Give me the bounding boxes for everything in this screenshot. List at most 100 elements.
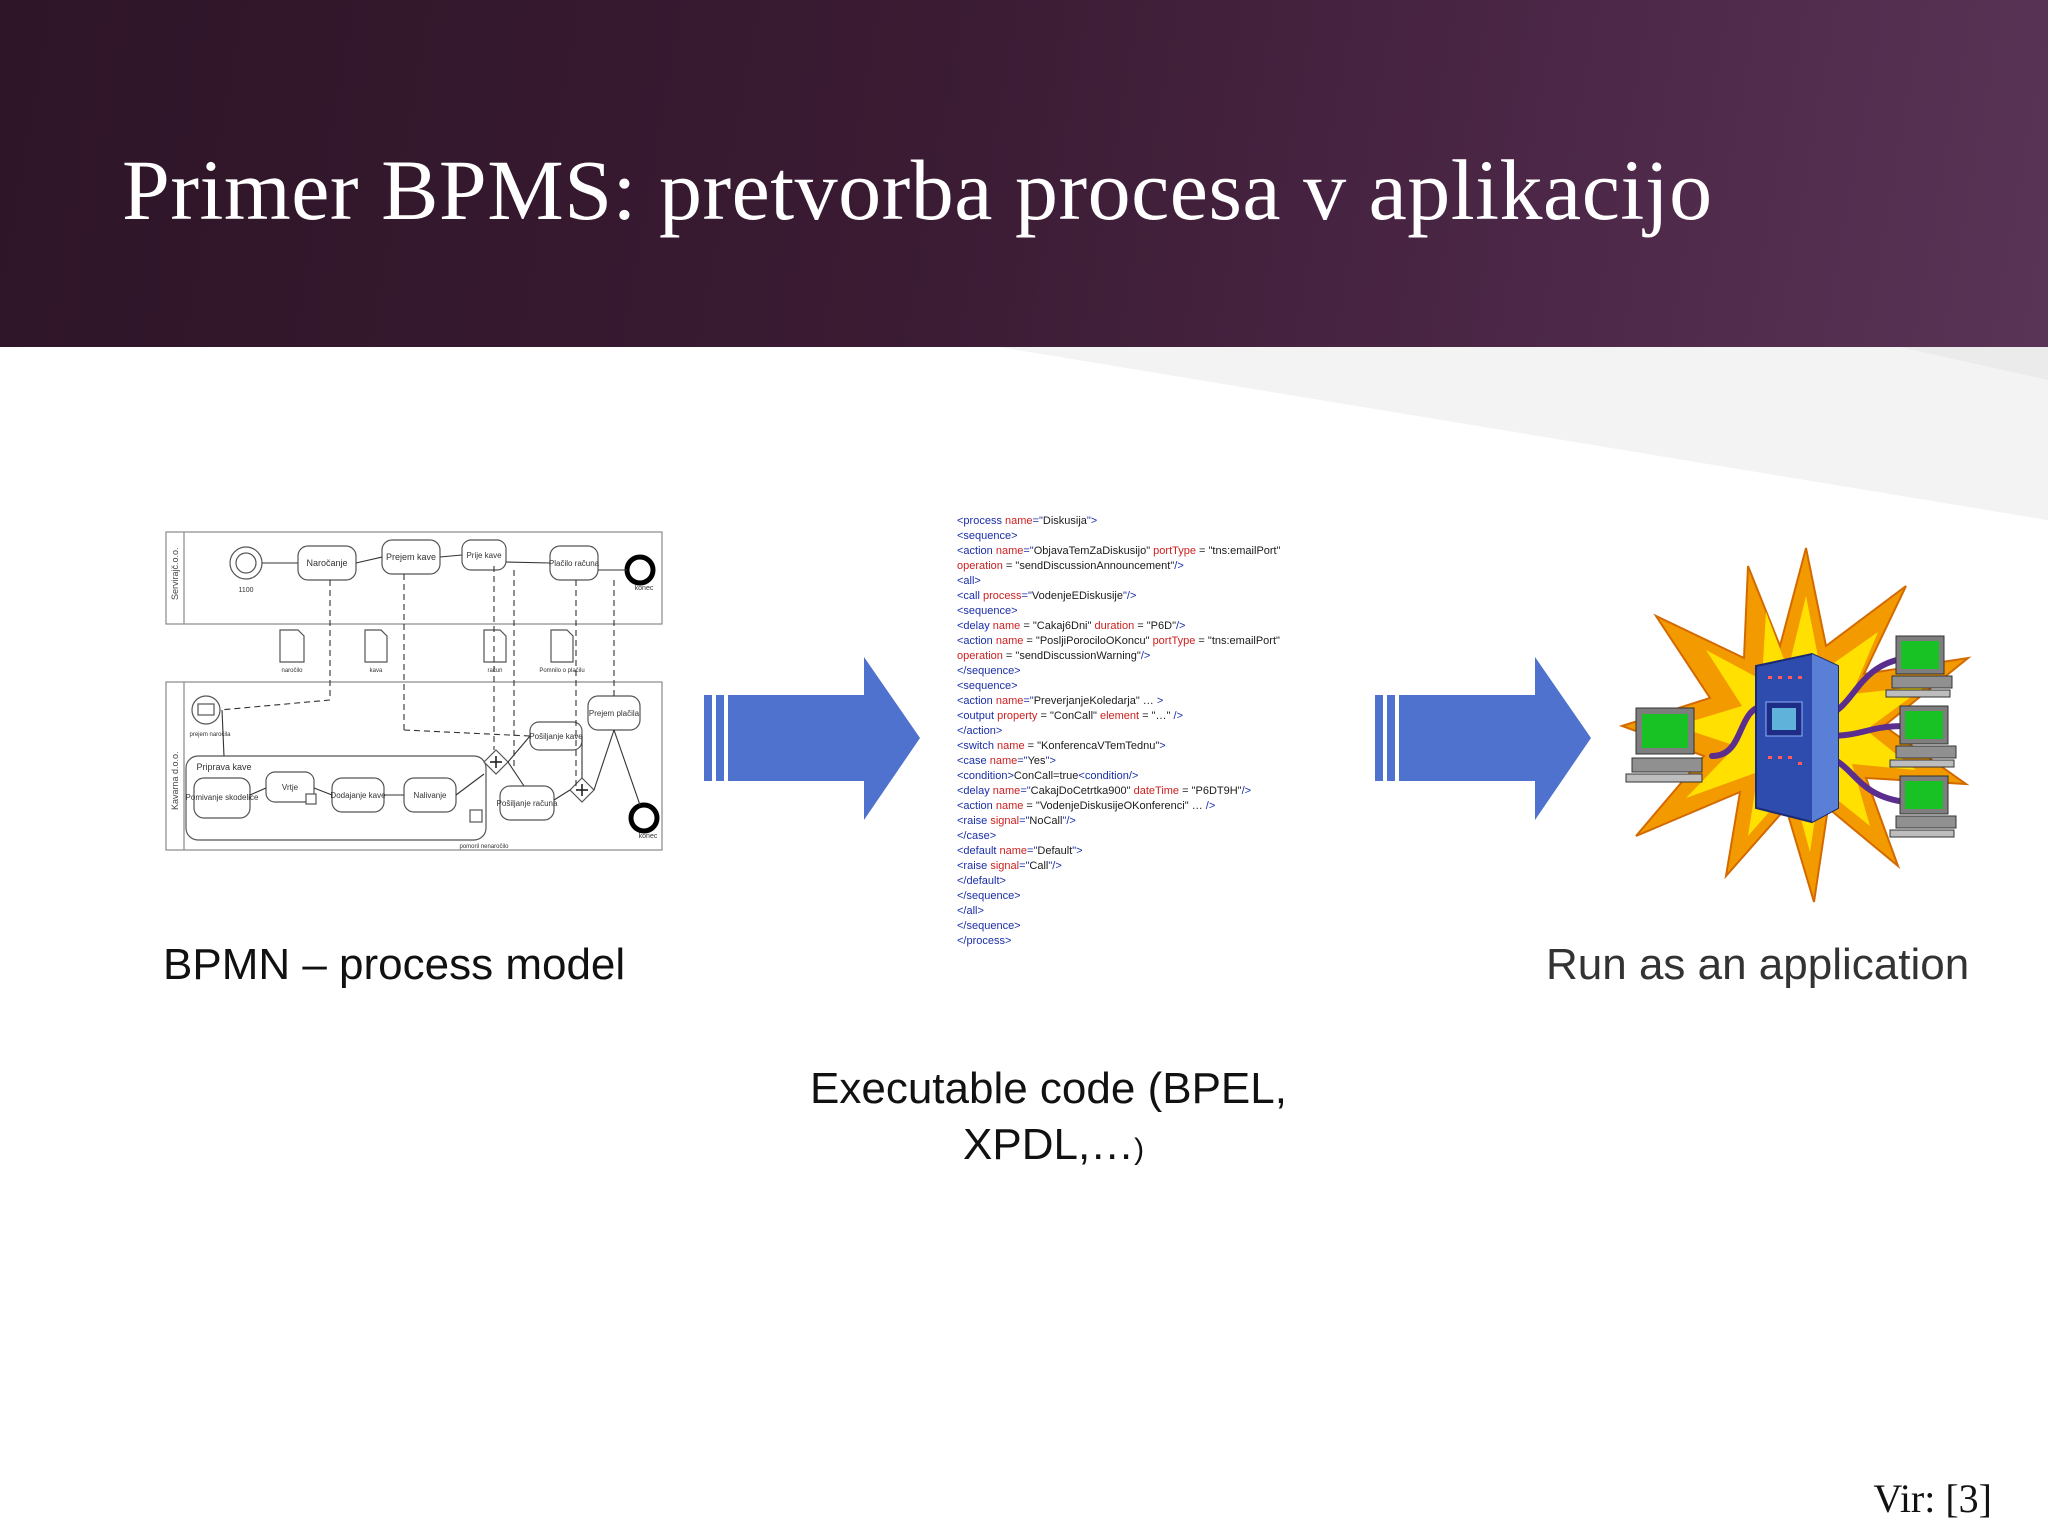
code-token: <sequence> xyxy=(957,680,1018,692)
code-line: <action name = "PosljiPorociloOKoncu" po… xyxy=(957,634,1347,649)
code-token: "/> xyxy=(1062,815,1076,827)
task-label: Pošiljanje kave xyxy=(529,732,583,741)
code-line: <delay name = "Cakaj6Dni" duration = "P6… xyxy=(957,619,1347,634)
code-token: <action xyxy=(957,800,996,812)
bpmn-caption: BPMN – process model xyxy=(163,940,626,989)
code-token: = "PosljiPorociloOKoncu" xyxy=(1023,635,1153,647)
code-line: </default> xyxy=(957,874,1347,889)
pool-label-bottom: Kavarna d.o.o. xyxy=(170,751,180,810)
code-token: =" xyxy=(1027,845,1038,857)
code-line: </sequence> xyxy=(957,664,1347,679)
code-token: <case xyxy=(957,755,990,767)
code-token: <output xyxy=(957,710,998,722)
code-token: =" xyxy=(1032,515,1043,527)
task-label: Nalivanje xyxy=(414,791,447,800)
title-banner xyxy=(0,0,2048,347)
code-token: name xyxy=(995,545,1024,557)
code-line: <all> xyxy=(957,574,1347,589)
code-token: =" xyxy=(1023,695,1034,707)
code-token: VodenjeEDiskusije xyxy=(1031,590,1123,602)
task-label: Vrtje xyxy=(282,783,299,792)
code-token: operation xyxy=(957,560,1003,572)
code-token: /> xyxy=(1205,800,1216,812)
code-token: operation xyxy=(957,650,1003,662)
code-token: name xyxy=(992,620,1021,632)
task-label: Naročanje xyxy=(306,558,347,568)
source-reference: Vir: [3] xyxy=(1873,1476,1992,1521)
code-token: "/> xyxy=(1048,860,1062,872)
code-token: Default xyxy=(1037,845,1073,857)
code-token: element xyxy=(1099,710,1140,722)
event-label: 1100 xyxy=(238,587,253,594)
code-line: </action> xyxy=(957,724,1347,739)
code-line: operation = "sendDiscussionWarning"/> xyxy=(957,649,1347,664)
code-token: =" xyxy=(1021,590,1032,602)
task-label: Dodajanje kave xyxy=(330,791,386,800)
code-line: <action name="ObjavaTemZaDiskusijo" port… xyxy=(957,544,1347,559)
task-label: Pomivanje skodelice xyxy=(186,793,259,802)
workstation-left xyxy=(1625,707,1703,783)
document-label: naročilo xyxy=(281,668,303,674)
code-line: <raise signal="NoCall"/> xyxy=(957,814,1347,829)
code-caption-line1: Executable code (BPEL, xyxy=(810,1064,1287,1113)
code-token: name xyxy=(989,755,1018,767)
code-token: </action> xyxy=(957,725,1003,737)
code-token: <delay xyxy=(957,785,993,797)
code-line: operation = "sendDiscussionAnnouncement"… xyxy=(957,559,1347,574)
code-token: Yes xyxy=(1027,755,1046,767)
arrow-right-icon xyxy=(704,657,920,820)
code-token: </case> xyxy=(957,830,997,842)
code-token: </sequence> xyxy=(957,920,1021,932)
code-token: <default xyxy=(957,845,1000,857)
code-token: =" xyxy=(1017,755,1028,767)
code-token: <action xyxy=(957,635,996,647)
pool-label-top: Servirajč.o.o. xyxy=(170,547,180,600)
code-token: name xyxy=(999,845,1028,857)
code-token: <raise xyxy=(957,815,991,827)
code-token: </sequence> xyxy=(957,890,1021,902)
note-label: prejem naročila xyxy=(189,732,231,738)
arrow-right-icon xyxy=(1375,657,1591,820)
code-token: <process xyxy=(957,515,1005,527)
code-token: name xyxy=(997,740,1025,752)
code-line: </all> xyxy=(957,904,1347,919)
code-caption-paren: ) xyxy=(1134,1133,1145,1166)
task-label: Plačilo računa xyxy=(549,559,600,568)
code-token: signal xyxy=(990,860,1020,872)
code-token: <sequence> xyxy=(957,605,1018,617)
code-token: /> xyxy=(1140,650,1151,662)
code-token: = "tns:emailPort" xyxy=(1195,545,1281,557)
bpmn-diagram: Servirajč.o.o. Kavarna d.o.o. xyxy=(165,531,663,851)
code-line: </sequence> xyxy=(957,889,1347,904)
code-token: NoCall xyxy=(1029,815,1063,827)
code-line: <sequence> xyxy=(957,679,1347,694)
code-token: /> xyxy=(1174,560,1184,572)
code-line: <sequence> xyxy=(957,529,1347,544)
code-token: portType xyxy=(1153,545,1196,557)
code-token: = "Cakaj6Dni" xyxy=(1020,620,1095,632)
slide-title: Primer BPMS: pretvorba procesa v aplikac… xyxy=(122,142,1713,238)
code-token: = "ConCall" xyxy=(1037,710,1100,722)
code-line: <raise signal="Call"/> xyxy=(957,859,1347,874)
code-line: <case name="Yes"> xyxy=(957,754,1347,769)
document-label: Pomnilo o plačilu xyxy=(539,668,584,674)
code-token: <condition/> xyxy=(1078,770,1139,782)
code-token: </all> xyxy=(957,905,984,917)
code-token: </default> xyxy=(957,875,1006,887)
code-line: <action name = "VodenjeDiskusijeOKonfere… xyxy=(957,799,1347,814)
code-token: name xyxy=(995,800,1024,812)
code-line: <process name="Diskusija"> xyxy=(957,514,1347,529)
code-token: </sequence> xyxy=(957,665,1021,677)
code-line: <action name="PreverjanjeKoledarja" … > xyxy=(957,694,1347,709)
code-token: <call xyxy=(957,590,983,602)
code-token: /> xyxy=(1173,710,1183,722)
code-line: <condition>ConCall=true<condition/> xyxy=(957,769,1347,784)
code-token: <action xyxy=(957,545,996,557)
code-line: <output property = "ConCall" element = "… xyxy=(957,709,1347,724)
code-line: </sequence> xyxy=(957,919,1347,934)
code-token: name xyxy=(995,635,1024,647)
code-token: signal xyxy=(990,815,1020,827)
code-token: =" xyxy=(1019,815,1030,827)
code-line: <delay name="CakajDoCetrtka900" dateTime… xyxy=(957,784,1347,799)
